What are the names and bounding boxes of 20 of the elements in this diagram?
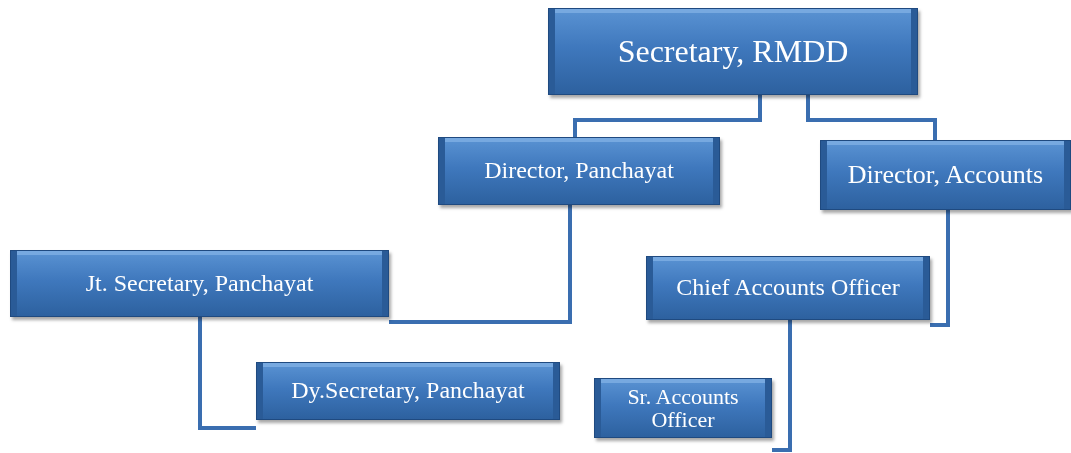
position-title: Director, Panchayat (484, 158, 674, 184)
connector-line (573, 95, 762, 137)
connector-line (806, 95, 937, 140)
position-title: Chief Accounts Officer (676, 275, 900, 301)
connector-line (198, 317, 256, 430)
position-title: Dy.Secretary, Panchayat (291, 378, 525, 404)
position-title: Jt. Secretary, Panchayat (85, 270, 314, 297)
connector-line (389, 205, 572, 324)
position-box (548, 8, 918, 95)
connector-line (772, 320, 792, 452)
position-title: Sr. Accounts Officer (626, 384, 740, 432)
position-box (438, 137, 720, 205)
position-title: Secretary, RMDD (617, 34, 849, 69)
connector-line (930, 210, 950, 327)
position-box (256, 362, 560, 420)
position-box (594, 378, 772, 438)
position-box (10, 250, 389, 317)
position-box (646, 256, 930, 320)
position-title: Director, Accounts (847, 161, 1044, 189)
position-box (820, 140, 1071, 210)
